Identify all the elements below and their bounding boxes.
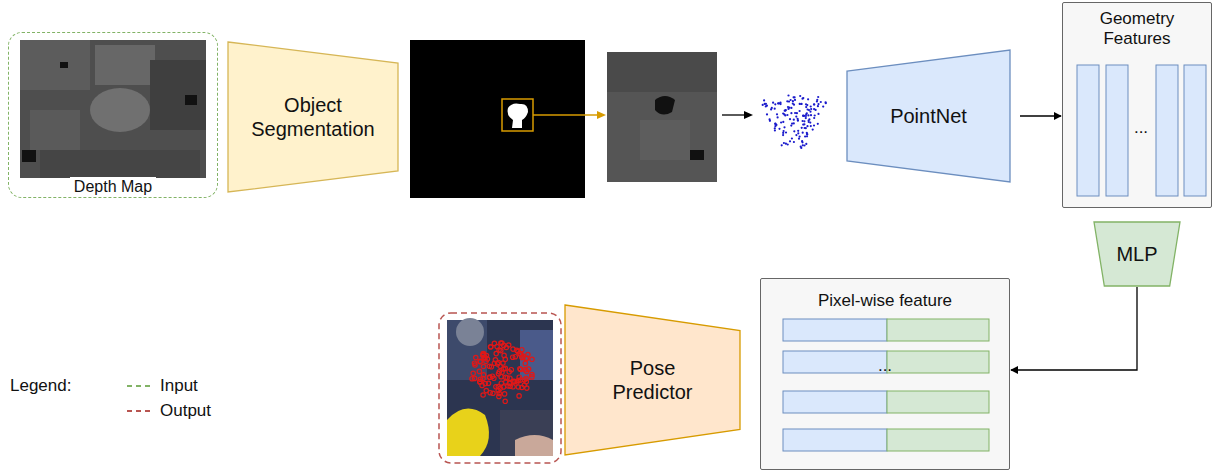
- segmentation-mask: [410, 40, 606, 198]
- pose-points: [470, 341, 534, 404]
- legend-heading: Legend:: [10, 376, 71, 396]
- trapezoid-outline: [565, 305, 740, 455]
- node-label: Geometry Features: [1069, 9, 1205, 50]
- node-label: PointNet: [890, 104, 967, 128]
- node-label: Object Segmentation: [248, 93, 378, 141]
- segmentation-block: Object Segmentation: [228, 42, 398, 192]
- predictor-block: Pose Predictor: [565, 305, 740, 455]
- node-label: Pose Predictor: [598, 356, 708, 404]
- flow-arrow: [1020, 115, 1061, 116]
- legend-text: Input: [160, 376, 198, 396]
- ellipsis: ...: [878, 356, 892, 376]
- legend-line-sample: [127, 385, 153, 387]
- trapezoid-outline: [228, 42, 398, 192]
- pointnet-block: PointNet: [847, 50, 1010, 182]
- node-label: Depth Map: [70, 177, 156, 196]
- node-label: MLP: [1116, 242, 1157, 266]
- node-label: Pixel-wise feature: [818, 291, 952, 311]
- flow-arrow: [1011, 287, 1137, 370]
- depth-map-image: [20, 40, 206, 178]
- legend-line-sample: [127, 410, 153, 412]
- cropped-depth: [607, 52, 717, 182]
- output-image: [447, 318, 553, 456]
- input-frame: Depth Map: [8, 32, 218, 198]
- ellipsis: ...: [1134, 118, 1148, 138]
- point-cloud: [762, 94, 827, 149]
- legend-text: Output: [160, 401, 211, 421]
- arrowhead: [744, 111, 753, 119]
- mlp-block: MLP: [1094, 222, 1180, 286]
- feature-panel: Geometry Features: [1062, 2, 1212, 208]
- flow-arrow: [722, 114, 745, 115]
- output-frame: [439, 313, 561, 463]
